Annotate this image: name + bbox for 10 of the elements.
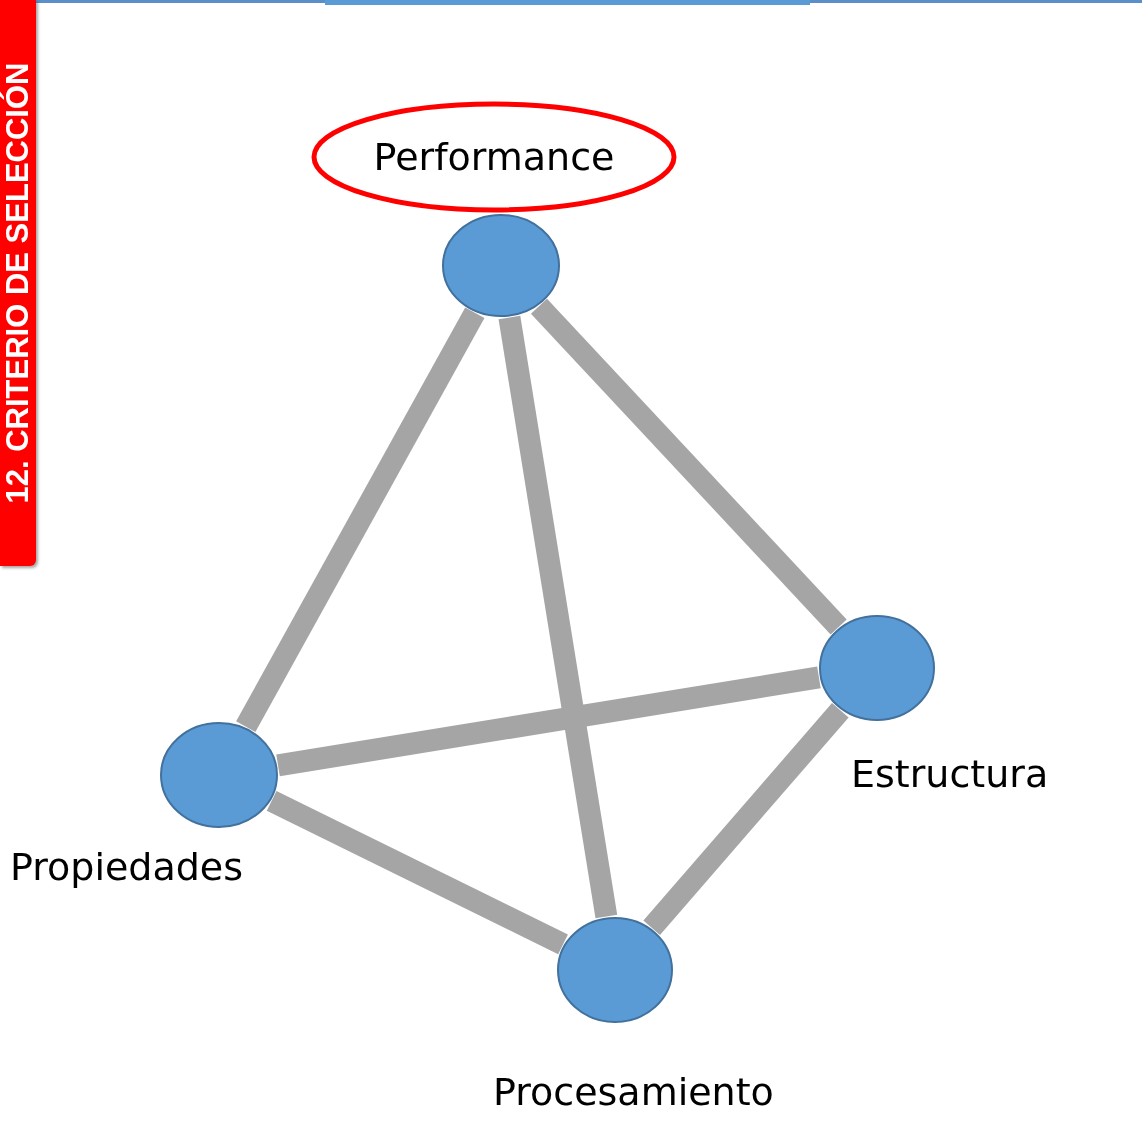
strut-bar (530, 298, 847, 635)
vertex-label: Estructura (851, 752, 1049, 796)
strut-bar (266, 791, 568, 955)
vertex-label: Propiedades (10, 845, 244, 889)
strut-bar (643, 703, 849, 935)
node-label: Performance (373, 135, 615, 179)
strut-bar (236, 307, 485, 732)
section-title: 12. CRITERIO DE SELECCIÓN (0, 62, 36, 504)
vertex-label: Procesamiento (493, 1070, 774, 1114)
strut-bar (276, 666, 821, 777)
